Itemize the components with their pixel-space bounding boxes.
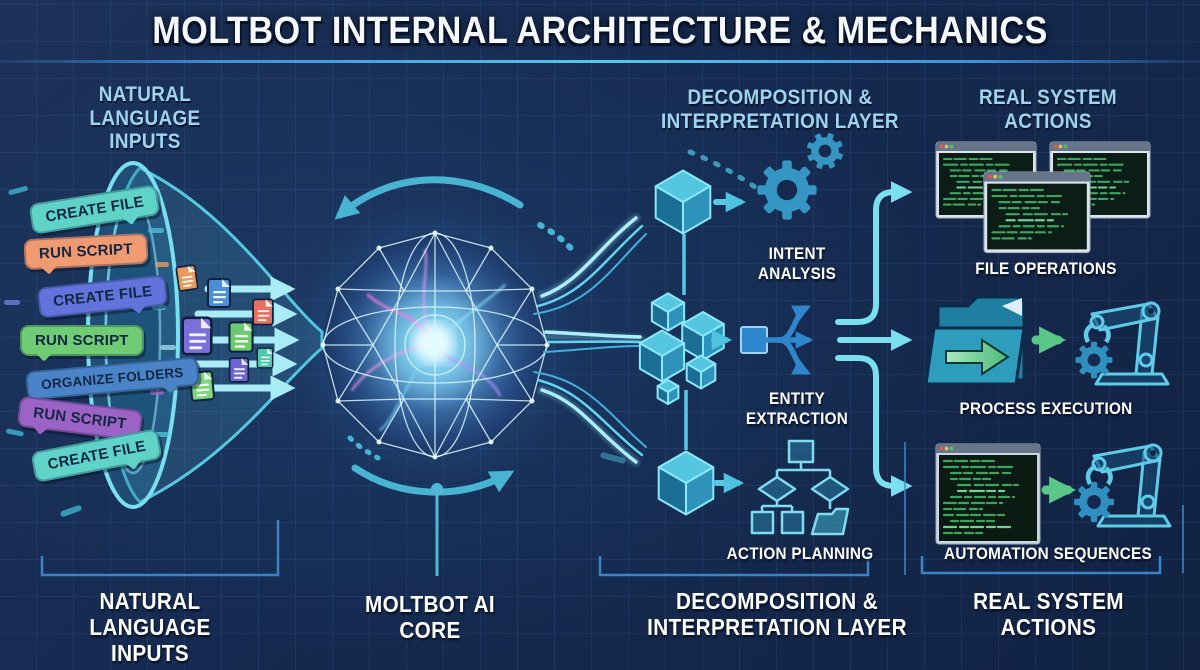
footer-real-system-actions: REAL SYSTEM ACTIONS bbox=[973, 588, 1124, 640]
core-output-tendrils bbox=[533, 213, 647, 467]
data-streaks bbox=[4, 186, 626, 517]
section-brackets bbox=[40, 442, 1184, 577]
robot-arm-icon bbox=[1075, 303, 1168, 384]
header-real-system-actions: REAL SYSTEM ACTIONS bbox=[978, 86, 1118, 133]
footer-natural-language-inputs: NATURAL LANGUAGE INPUTS bbox=[89, 588, 211, 666]
label-entity-extraction: ENTITY EXTRACTION bbox=[745, 389, 849, 429]
label-file-operations: FILE OPERATIONS bbox=[975, 259, 1117, 278]
branch-arrows-icon bbox=[740, 305, 814, 375]
core-orbit-arrows bbox=[334, 149, 765, 496]
title-underline bbox=[0, 60, 1200, 63]
label-automation-sequences: AUTOMATION SEQUENCES bbox=[943, 544, 1152, 563]
gears-icon bbox=[757, 127, 849, 220]
footer-moltbot-ai-core: MOLTBOT AI CORE bbox=[364, 591, 496, 643]
input-bubble-run-script-1: RUN SCRIPT bbox=[23, 232, 149, 271]
page-title: MOLTBOT INTERNAL ARCHITECTURE & MECHANIC… bbox=[152, 10, 1048, 52]
header-decomposition-layer: DECOMPOSITION & INTERPRETATION LAYER bbox=[661, 86, 899, 133]
ai-core-sphere bbox=[287, 197, 583, 493]
packet-cubes bbox=[639, 169, 747, 516]
label-intent-analysis: INTENT ANALYSIS bbox=[757, 244, 837, 284]
decomposition-output-arrows bbox=[835, 181, 913, 497]
header-natural-language-inputs: NATURAL LANGUAGE INPUTS bbox=[89, 83, 201, 154]
input-bubble-run-script-2: RUN SCRIPT bbox=[20, 325, 144, 356]
green-flow-arrows bbox=[1031, 326, 1077, 504]
label-action-planning: ACTION PLANNING bbox=[726, 544, 874, 563]
core-label-connector bbox=[431, 483, 443, 576]
folder-arrow-icon bbox=[924, 295, 1026, 386]
footer-decomposition-layer: DECOMPOSITION & INTERPRETATION LAYER bbox=[647, 588, 907, 640]
terminal-windows-icon bbox=[936, 142, 1150, 253]
label-process-execution: PROCESS EXECUTION bbox=[959, 399, 1133, 418]
flowchart-icon bbox=[750, 439, 850, 536]
